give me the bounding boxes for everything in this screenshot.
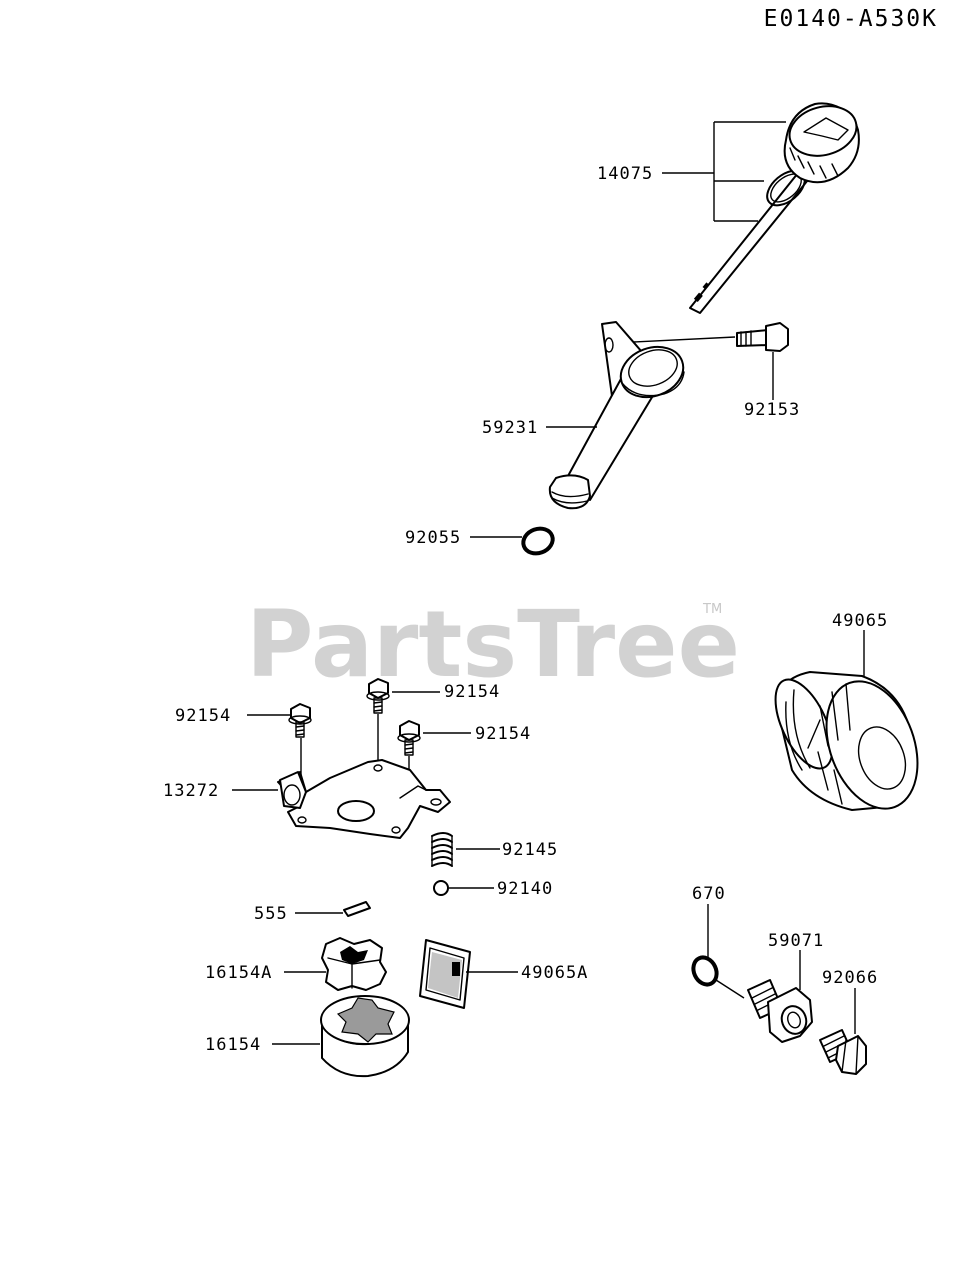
pump-cover-hole [391,826,401,834]
callout-16154[interactable]: 16154 [205,1035,261,1055]
callout-92154-left[interactable]: 92154 [175,706,231,726]
pipe-mouth-inner [628,349,678,387]
dipstick-mark [693,292,703,302]
oil-filler-pipe-part[interactable] [548,321,690,510]
strainer-tab [452,962,460,976]
bolt-head [765,322,789,352]
dipstick-blade [689,167,813,314]
bolt-thread [740,330,752,347]
pin-body [343,901,371,917]
oil-gauge-leader [662,121,786,222]
plug-hex-edges [841,1035,859,1075]
pin-part[interactable] [343,901,371,917]
callout-92154-top[interactable]: 92154 [444,682,500,702]
callout-59231[interactable]: 59231 [482,418,538,438]
pump-cover-tab-hole [283,784,301,806]
relief-ball-part[interactable] [433,880,449,896]
bolt-thread [373,701,383,712]
callout-14075[interactable]: 14075 [597,164,653,184]
callout-92055[interactable]: 92055 [405,528,461,548]
pipe-bracket-hole [604,337,614,353]
outer-rotor-lobes [336,997,395,1043]
filter-gasket-face [774,678,834,770]
inner-rotor-part[interactable] [321,937,387,991]
strainer-frame [419,939,471,1009]
oil-filter-part[interactable] [764,669,934,822]
bolt-head [399,720,420,741]
pump-cover-center-hole [337,800,375,822]
pipe-bottom-thread [551,491,589,504]
bolt-thread [404,743,414,754]
callout-670[interactable]: 670 [692,884,726,904]
filter-flutes [807,683,851,805]
callout-59071[interactable]: 59071 [768,931,824,951]
spring-sides [431,835,453,867]
strainer-part[interactable] [419,939,471,1009]
pump-cover-edge [399,785,427,799]
callout-555[interactable]: 555 [254,904,288,924]
callout-92145[interactable]: 92145 [502,840,558,860]
inner-rotor-bore [340,946,368,964]
watermark-text: PartsTree [246,591,740,698]
callout-92066[interactable]: 92066 [822,968,878,988]
drain-fitting-part[interactable] [747,979,813,1043]
watermark-trademark: TM [702,602,722,617]
pipe-mouth-rim [621,371,685,397]
strainer-inner [425,947,465,1001]
pump-cover-hole [373,764,383,772]
fitting-bore-thread [787,1011,801,1029]
outer-rotor-part[interactable] [320,995,410,1078]
pipe-o-ring-part[interactable] [520,525,556,558]
bolt-head [368,678,389,699]
bolt-top-part[interactable] [366,678,390,714]
drain-plug-part[interactable] [819,1029,867,1075]
bolt-right-part[interactable] [397,720,421,756]
dipstick-mark [702,282,710,290]
bolt-left-part[interactable] [288,703,312,738]
bolt-flange [397,733,421,743]
relief-spring-part[interactable] [431,832,453,867]
callout-92153[interactable]: 92153 [744,400,800,420]
pump-cover-hole [297,816,307,824]
callout-92154-right[interactable]: 92154 [475,724,531,744]
bolt-head [290,703,311,724]
callout-13272[interactable]: 13272 [163,781,219,801]
pipe-bottom-end [548,474,591,510]
gauge-cap-knurl [789,147,839,179]
drain-o-ring-part[interactable] [689,954,721,989]
bolt-thread [295,725,305,736]
filter-end-center [857,726,907,790]
filter-gasket-lines [785,689,811,771]
oil-gauge-part[interactable] [689,99,862,314]
callout-49065A[interactable]: 49065A [521,963,588,983]
pump-cover-hole [430,798,442,806]
callout-49065[interactable]: 49065 [832,611,888,631]
gauge-cap-emblem [803,117,849,141]
o-ring-to-fitting-leader [715,979,745,999]
bolt-flange [288,715,312,725]
diagram-code: E0140-A530K [764,6,938,32]
spring-coils [431,832,453,867]
gauge-pipe-bolt-part[interactable] [736,322,789,352]
bolt-flange [366,691,390,701]
callout-16154A[interactable]: 16154A [205,963,272,983]
pump-cover-part[interactable] [277,759,451,839]
filter-end-face [825,680,919,810]
callout-92140[interactable]: 92140 [497,879,553,899]
gauge-cap-top [788,105,858,157]
pump-cover-plate [277,759,451,839]
fitting-bore [780,1005,808,1035]
